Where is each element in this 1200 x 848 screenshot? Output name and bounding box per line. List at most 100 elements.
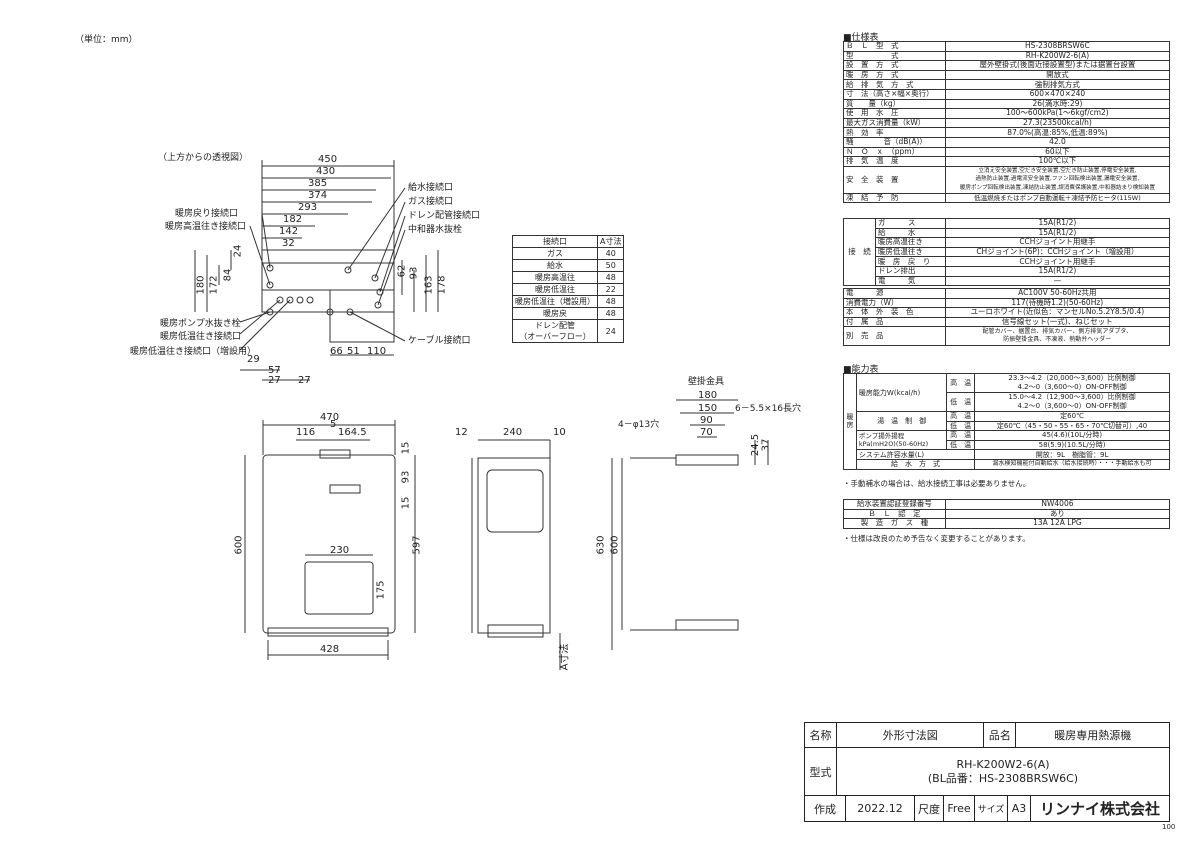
conn-value: 15A(R1/2) — [944, 218, 1171, 229]
cert-label: Ｂ Ｌ 認 定 — [843, 508, 946, 520]
tb-scale-label: 尺度 — [914, 795, 944, 822]
spec-label: 使 用 水 圧 — [843, 108, 946, 119]
cert-value: NW4006 — [944, 499, 1171, 510]
sdim-a: A寸法 — [559, 643, 571, 671]
spec-value: 低温燃焼またはポンプ自動運転＋凍結予防ヒータ(115W) — [944, 192, 1171, 204]
spec-value: 26(満水時:29) — [944, 98, 1171, 110]
tb-product-value: 暖房専用熱源機 — [1015, 722, 1170, 748]
spec-label: 型 式 — [843, 50, 946, 62]
perf-temp-label: 湯 温 制 御 — [855, 410, 948, 432]
a-row-value: 48 — [596, 271, 625, 284]
conn-item: ガ ス — [874, 218, 946, 229]
spec-value: 87.0%(高温:85%,低温:89%) — [944, 127, 1171, 138]
perf-title: ■能力表 — [843, 365, 879, 375]
conn-item: 給 水 — [874, 227, 946, 239]
label-drain-pipe: ドレン配管接続口 — [408, 211, 481, 221]
label-gas-inlet: ガス接続口 — [408, 197, 454, 207]
conn-item: 暖房高温往き — [874, 237, 946, 248]
a-row-label: 給水 — [512, 259, 598, 272]
sdim-12: 12 — [455, 427, 468, 438]
label-heating-low-ext: 暖房低温往き接続口（増設用） — [130, 347, 257, 357]
a-row-value: 24 — [596, 319, 625, 343]
tb-model-value-2: (BL品番：HS-2308BRSW6C) — [927, 771, 1079, 785]
spec-value: 開放式 — [944, 69, 1171, 81]
conn-value: 15A(R1/2) — [944, 265, 1171, 277]
fdim-164: 164.5 — [338, 427, 367, 438]
spec-label: 暖 房 方 式 — [843, 69, 946, 81]
fdim-15a: 15 — [400, 441, 412, 455]
perf-pump-low: 低 温 — [946, 439, 976, 451]
perf-cap-high-val1: 23.3～4.2（20,000～3,600）比例制御 — [1008, 374, 1136, 383]
a-row-label: 暖房戻 — [512, 307, 598, 320]
perf-pump-high: 高 温 — [946, 430, 976, 441]
spec-label: 排 気 温 度 — [843, 156, 946, 167]
conn-item: ドレン排出 — [874, 265, 946, 277]
tb-model-label: 型式 — [804, 747, 837, 796]
perf-cap-label: 暖房能力W(kcal/h) — [855, 373, 948, 412]
vdim-93: 93 — [408, 266, 420, 280]
perf-temp-low: 低 温 — [946, 420, 976, 432]
a-row-label: ドレン配管 （オーバーフロー） — [512, 319, 598, 343]
a-row-label: 暖房低温往 — [512, 283, 598, 296]
spec-label: Ｂ Ｌ 型 式 — [843, 41, 946, 52]
conn-item: 暖房低温往き — [874, 246, 946, 258]
label-heating-high: 暖房高温往き接続口 — [165, 222, 247, 232]
spec-value: 信号線セット(一式)、ねじセット — [944, 316, 1171, 328]
tb-scale-value: Free — [943, 795, 975, 822]
tb-company: リンナイ株式会社 — [1030, 795, 1170, 822]
spec-value: 27.3(23500kcal/h) — [944, 117, 1171, 129]
spec-value: ユーロホワイト(近似色：マンセルNo.5.2Y8.5/0.4) — [944, 307, 1171, 318]
spec-value: 600×470×240 — [944, 88, 1171, 100]
fdim-93: 93 — [400, 470, 412, 484]
spec-label: 電 源 — [843, 288, 946, 299]
spec-label: 給 排 気 方 式 — [843, 79, 946, 90]
a-row-value: 48 — [596, 307, 625, 320]
dim-374: 374 — [308, 190, 328, 201]
fdim-597: 597 — [411, 535, 423, 555]
tb-size-label: サイズ — [974, 795, 1008, 822]
label-heating-low: 暖房低温往き接続口 — [160, 332, 242, 342]
a-row-value: 40 — [596, 247, 625, 260]
spec-value: HS-2308BRSW6C — [944, 41, 1171, 52]
perf-table: 暖房 暖房能力W(kcal/h) 高 温 23.3～4.2（20,000～3,6… — [843, 373, 1170, 470]
spec-title: ■仕様表 — [843, 33, 879, 43]
dim-32: 32 — [282, 238, 295, 249]
a-row-label: ガス — [512, 247, 598, 260]
label-neutralizer-drain: 中和器水抜栓 — [408, 225, 463, 235]
vdim-84: 84 — [222, 268, 234, 282]
conn-value: 15A(R1/2) — [944, 227, 1171, 239]
bdim-37: 37 — [760, 438, 772, 452]
spec-label: 熱 効 率 — [843, 127, 946, 138]
perf-cap-low-val: 15.0～4.2（12,900～3,600）比例制御 4.2～0（3,600～0… — [974, 392, 1170, 412]
cert-label: 製 造 ガ ス 種 — [843, 518, 946, 529]
spec-label: 質 量（kg） — [843, 98, 946, 110]
perf-cap-high-val2: 4.2～0（3,600～0）ON-OFF制御 — [1017, 383, 1127, 391]
perf-sys-val: 開放：9L 樹脂管：9L — [974, 449, 1170, 460]
label-pump-drain: 暖房ポンプ水抜き栓 — [160, 319, 241, 329]
tb-size-value: A3 — [1007, 795, 1031, 822]
spec-value: 配管カバー、据置台、排気カバー、側方排気アダプタ、 防振壁掛金具、不凍液、熱動弁… — [944, 326, 1171, 347]
vdim-24: 24 — [232, 244, 244, 258]
perf-side-label: 暖房 — [843, 373, 857, 470]
spec-value: 屋外壁掛式(後面近接設置型)または据置台設置 — [944, 60, 1171, 71]
perf-pump-low-val: 58(5.9)(10.5L/分時) — [974, 439, 1170, 451]
side-view-body — [477, 457, 551, 634]
perf-sys-label: システム許容水量(L) — [855, 449, 976, 460]
dim-450: 450 — [318, 154, 338, 165]
perf-temp-high: 高 温 — [946, 411, 976, 422]
spec-value: 117(待機時1.2)(50-60Hz) — [944, 297, 1171, 309]
cert-value: あり — [944, 508, 1171, 520]
fdim-5: 5 — [330, 419, 337, 430]
perf-note: ・手動補水の場合は、給水接続工事は必要ありません。 — [843, 479, 1031, 488]
vdim-62: 62 — [396, 264, 408, 278]
dim-385: 385 — [308, 178, 328, 189]
conn-label: 接 続 — [843, 217, 876, 287]
front-view-body — [262, 454, 396, 634]
bracket-label: 壁掛金具 — [688, 377, 725, 387]
conn-value: — — [944, 275, 1171, 287]
spec-value: RH-K200W2-6(A) — [944, 50, 1171, 62]
spec-label: 付 属 品 — [843, 316, 946, 328]
spec-label: 別 売 品 — [843, 326, 946, 347]
